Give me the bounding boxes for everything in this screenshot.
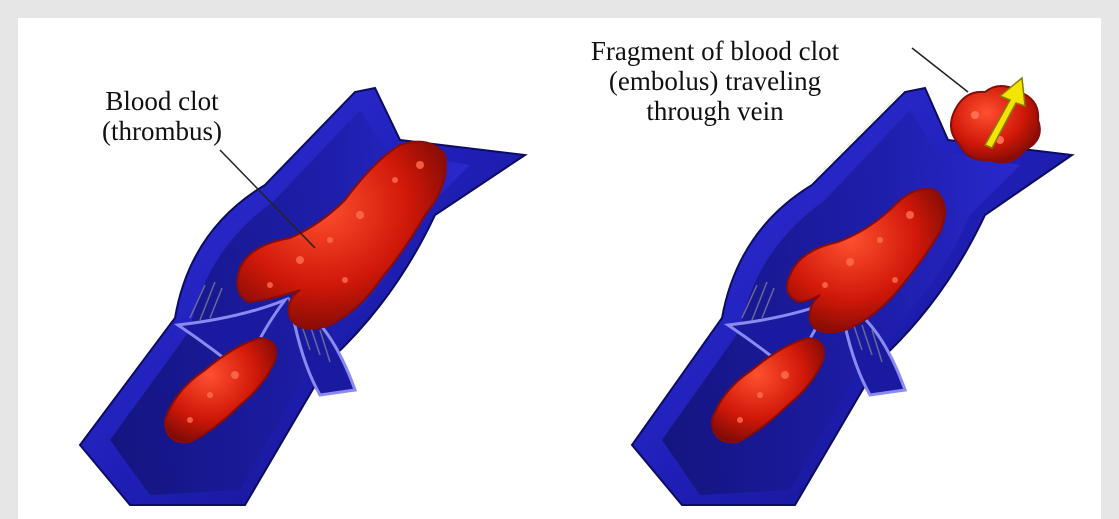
embolus-label: Fragment of blood clot (embolus) traveli… — [505, 36, 925, 126]
embolus-label-line1: Fragment of blood clot — [505, 36, 925, 66]
left-vein — [80, 88, 525, 505]
thrombus-label-line2: (thrombus) — [62, 116, 262, 146]
thrombus-label-line1: Blood clot — [62, 86, 262, 116]
embolus-label-line2: (embolus) traveling — [505, 66, 925, 96]
embolus-label-line3: through vein — [505, 96, 925, 126]
thrombus-label: Blood clot (thrombus) — [62, 86, 262, 146]
